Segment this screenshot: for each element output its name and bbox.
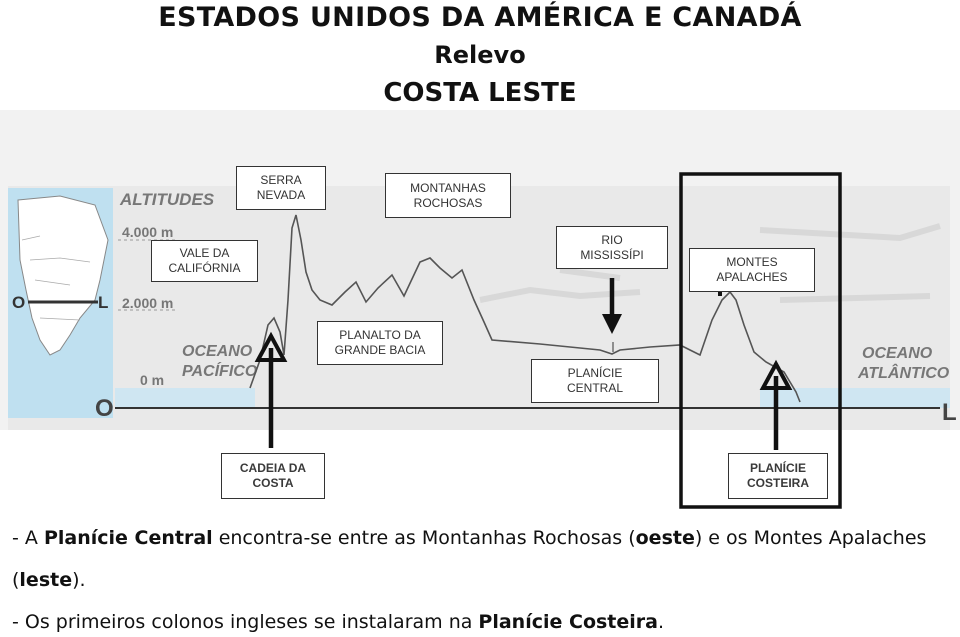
arrow-planicie-costeira xyxy=(759,359,793,450)
label-serra-nevada: SERRA NEVADA xyxy=(236,166,326,210)
background-texture xyxy=(479,223,941,303)
altitude-2000-label: 2.000 m xyxy=(122,295,173,311)
text-fragment: ). xyxy=(72,569,86,591)
label-line: NEVADA xyxy=(256,188,306,202)
west-letter: O xyxy=(95,395,114,422)
label-line: PLANÍCIE xyxy=(567,366,623,380)
label-line: MONTES xyxy=(726,255,778,269)
label-line: CADEIA DA xyxy=(239,461,307,475)
label-cadeia-costa: CADEIA DA COSTA xyxy=(221,453,325,499)
text-emphasis: oeste xyxy=(635,527,695,549)
altitude-4000-label: 4.000 m xyxy=(122,224,173,240)
text-fragment: encontra-se entre as Montanhas Rochosas … xyxy=(212,527,636,549)
label-line: ROCHOSAS xyxy=(413,195,483,210)
label-line: MISSISSÍPI xyxy=(580,247,644,262)
inset-map: O L xyxy=(8,188,113,418)
text-fragment: . xyxy=(657,611,665,633)
label-line: SERRA xyxy=(260,173,302,187)
map-west-letter: O xyxy=(12,293,25,312)
label-montes-apalaches: MONTES APALACHES xyxy=(689,248,815,292)
text-fragment: - Os primeiros colonos ingleses se insta… xyxy=(12,611,479,633)
label-line: PLANÍCIE xyxy=(749,461,806,475)
title-main: ESTADOS UNIDOS DA AMÉRICA E CANADÁ xyxy=(158,2,802,33)
text-emphasis: leste xyxy=(19,569,73,591)
paragraph-colonos: - Os primeiros colonos ingleses se insta… xyxy=(12,611,952,633)
text-emphasis: Planície Central xyxy=(43,527,213,549)
atlantic-ocean-label: OCEANO xyxy=(862,345,933,362)
paragraph-planicie-central-cont: (leste). xyxy=(12,569,952,591)
label-line: APALACHES xyxy=(716,270,788,284)
altitude-0-label: 0 m xyxy=(140,372,164,388)
pacific-ocean-water xyxy=(115,388,255,408)
label-line: MONTANHAS xyxy=(410,180,486,195)
paragraph-planicie-central: - A Planície Central encontra-se entre a… xyxy=(12,527,952,549)
label-line: CALIFÓRNIA xyxy=(168,261,241,275)
label-planalto-grande-bacia: PLANALTO DA GRANDE BACIA xyxy=(317,321,443,365)
text-fragment: - A xyxy=(12,527,44,549)
label-line: VALE DA xyxy=(179,246,230,260)
highlight-box-apalaches xyxy=(679,172,842,509)
arrow-cadeia-costa xyxy=(254,331,288,448)
label-planicie-costeira: PLANÍCIE COSTEIRA xyxy=(728,453,828,499)
map-east-letter: L xyxy=(98,293,108,312)
east-letter: L xyxy=(942,399,957,426)
label-montanhas-rochosas: MONTANHAS ROCHOSAS xyxy=(385,173,511,218)
label-vale-california: VALE DA CALIFÓRNIA xyxy=(151,240,258,282)
label-line: COSTEIRA xyxy=(746,476,809,490)
altitudes-label: ALTITUDES xyxy=(119,190,215,209)
title-region: COSTA LESTE xyxy=(383,78,577,108)
atlantic-ocean-water xyxy=(760,388,950,408)
relief-profile-line xyxy=(249,214,801,403)
label-line: RIO xyxy=(601,232,623,247)
arrow-rio-mississipi xyxy=(602,278,622,334)
pacific-ocean-label: OCEANO xyxy=(182,343,253,360)
relief-profile-diagram: O L ALTITUDES 4.000 m 2.000 m 0 m OCEANO… xyxy=(0,110,960,509)
pacific-ocean-label-2: PACÍFICO xyxy=(182,361,258,380)
label-line: COSTA xyxy=(252,476,294,490)
text-fragment: ) e os Montes Apalaches xyxy=(694,527,927,549)
label-rio-mississipi: RIO MISSISSÍPI xyxy=(556,226,668,269)
label-line: CENTRAL xyxy=(566,381,623,395)
label-planicie-central: PLANÍCIE CENTRAL xyxy=(531,359,659,403)
label-line: GRANDE BACIA xyxy=(334,343,426,357)
text-fragment: ( xyxy=(12,569,20,591)
label-line: PLANALTO DA xyxy=(339,328,421,342)
title-subject: Relevo xyxy=(434,41,526,69)
atlantic-ocean-label-2: ATLÂNTICO xyxy=(857,363,950,382)
text-emphasis: Planície Costeira xyxy=(478,611,658,633)
